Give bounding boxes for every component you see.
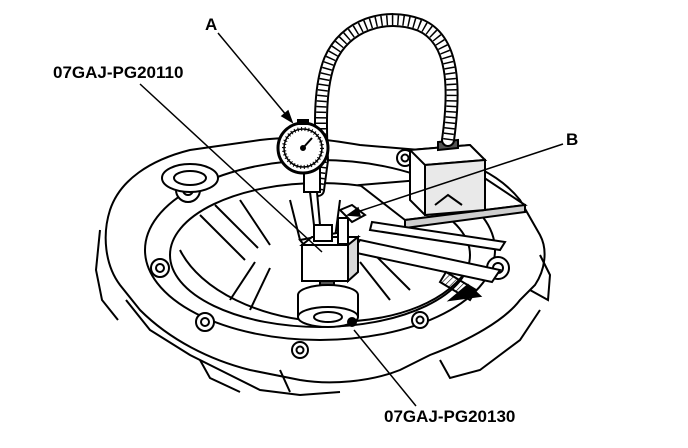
leader-b-arrow — [345, 206, 361, 217]
upper-left-boss — [161, 163, 219, 193]
leader-lines — [139, 32, 564, 407]
shaft-bore — [350, 238, 502, 302]
tool-pg20130 — [297, 284, 359, 328]
callout-a: A — [205, 15, 218, 34]
leader-a — [217, 32, 293, 123]
case-ribs — [199, 199, 411, 311]
leader-b — [347, 143, 564, 216]
flex-arm — [311, 13, 459, 197]
leader-a-arrow — [280, 109, 294, 124]
tool-pg20110 — [298, 203, 507, 290]
dial-indicator-base — [357, 138, 528, 230]
leader-tool-bottom — [353, 329, 417, 407]
tool-label-pg20130: 07GAJ-PG20130 — [384, 407, 516, 426]
dial-indicator — [276, 119, 330, 237]
callout-b: B — [566, 130, 579, 149]
leader-tool-top — [139, 83, 323, 253]
tool-label-pg20110: 07GAJ-PG20110 — [53, 63, 184, 82]
